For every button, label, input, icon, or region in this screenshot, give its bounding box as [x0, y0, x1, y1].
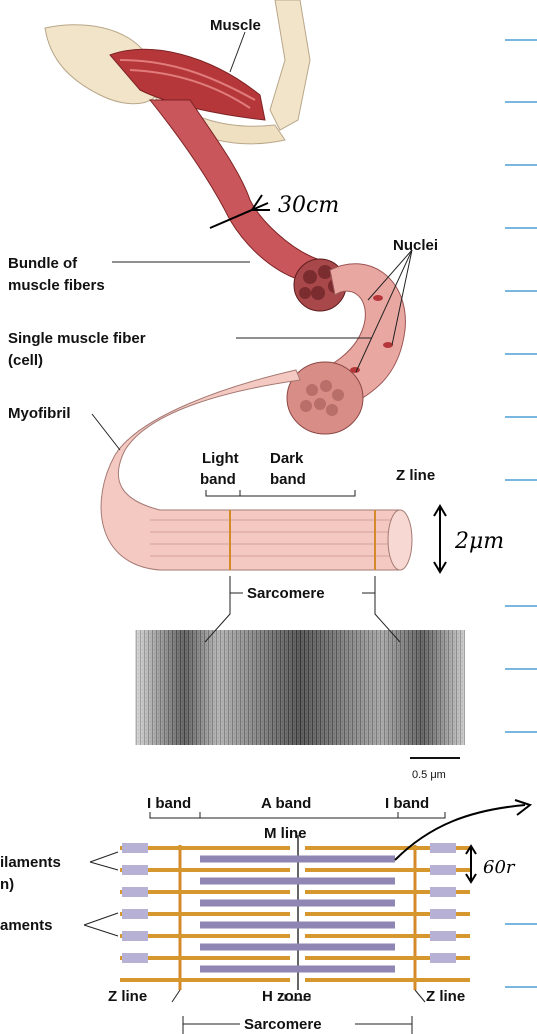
- label-light-band-line1: Light: [202, 450, 239, 467]
- label-thick-filaments-line1: ilaments: [0, 854, 61, 871]
- label-dark-band-line2: band: [270, 471, 306, 488]
- label-z-line-right: Z line: [426, 988, 465, 1005]
- handwritten-myofibril-size: 2μm: [454, 529, 504, 554]
- label-a-band: A band: [261, 795, 311, 812]
- label-sarcomere-top: Sarcomere: [247, 585, 325, 602]
- label-single-fiber-line2: (cell): [8, 352, 43, 369]
- label-bundle-line2: muscle fibers: [8, 277, 105, 294]
- label-muscle: Muscle: [210, 17, 261, 34]
- notebook-lines: [505, 40, 537, 987]
- label-bundle-line1: Bundle of: [8, 255, 78, 272]
- handwritten-fiber-size: 30cm: [278, 193, 339, 218]
- em-micrograph: [135, 630, 465, 745]
- label-thin-filaments: aments: [0, 917, 53, 934]
- label-m-line: M line: [264, 825, 307, 842]
- label-sarcomere-bottom: Sarcomere: [244, 1016, 322, 1033]
- label-light-band-line2: band: [200, 471, 236, 488]
- label-i-band-right: I band: [385, 795, 429, 812]
- label-myofibril: Myofibril: [8, 405, 71, 422]
- label-scale-bar: 0.5 μm: [412, 769, 446, 781]
- label-h-zone: H zone: [262, 988, 311, 1005]
- sarcomere-schematic: [120, 835, 470, 990]
- label-i-band-left: I band: [147, 795, 191, 812]
- label-nuclei: Nuclei: [393, 237, 438, 254]
- label-thick-filaments-line2: n): [0, 876, 14, 893]
- label-z-line-top: Z line: [396, 467, 435, 484]
- label-dark-band-line1: Dark: [270, 450, 304, 467]
- label-z-line-left: Z line: [108, 988, 147, 1005]
- label-single-fiber-line1: Single muscle fiber: [8, 330, 146, 347]
- handwritten-filament-size: 60r: [483, 857, 516, 878]
